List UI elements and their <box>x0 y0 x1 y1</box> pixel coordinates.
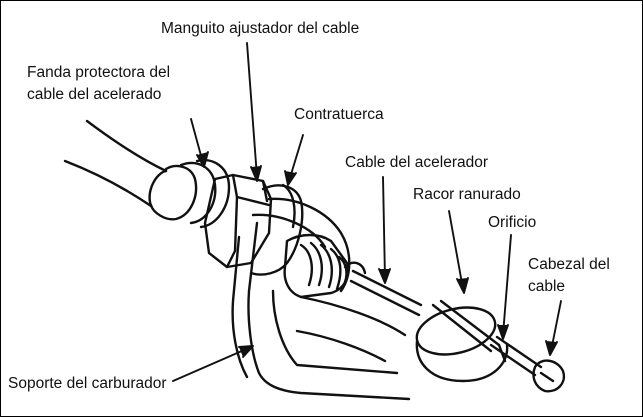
arrowhead-cable-head <box>545 340 558 356</box>
label-hole: Orificio <box>488 214 537 231</box>
arrow-hole <box>502 234 512 336</box>
arrowhead-adjuster <box>250 165 262 182</box>
arrowhead-throttle-cable <box>378 268 391 284</box>
label-locknut: Contratuerca <box>294 106 384 123</box>
leader-arrows <box>172 42 562 382</box>
arrow-throttle-cable <box>382 176 386 280</box>
slotted-fitting <box>415 299 509 383</box>
label-adjuster-sleeve: Manguito ajustador del cable <box>161 20 360 37</box>
arrow-slotted <box>448 210 464 290</box>
arrow-bracket <box>172 346 252 382</box>
label-cable-head-line2: cable <box>528 278 566 295</box>
threaded-end <box>283 233 350 299</box>
label-carburetor-bracket: Soporte del carburador <box>8 375 167 392</box>
adjuster-sleeve <box>203 173 273 269</box>
label-cable-head-line1: Cabezal del <box>528 256 610 273</box>
arrow-adjuster <box>246 42 258 178</box>
carburetor-bracket <box>231 197 411 401</box>
arrowhead-bracket <box>238 345 254 358</box>
arrowhead-hole <box>497 324 509 340</box>
cable-head <box>489 335 566 393</box>
label-cable-boot-line1: Fanda protectora del <box>27 64 171 81</box>
cable-boot <box>149 158 231 229</box>
arrowhead-locknut <box>284 170 297 186</box>
inner-cable <box>343 261 423 317</box>
label-cable-boot-line2: cable del acelerado <box>27 86 162 103</box>
arrowhead-slotted <box>456 277 469 294</box>
outer-cable <box>63 119 168 208</box>
arrowhead-cable-boot <box>196 151 209 168</box>
label-slotted-fitting: Racor ranurado <box>413 186 521 203</box>
label-throttle-cable: Cable del acelerador <box>345 154 489 171</box>
